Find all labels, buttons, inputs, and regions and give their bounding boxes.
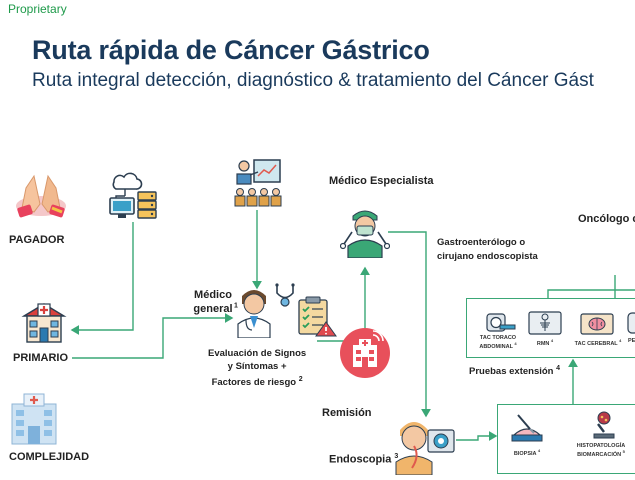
remision-label: Remisión (322, 407, 372, 419)
surgeon-icon (339, 204, 391, 263)
server-cloud-icon (106, 170, 160, 227)
medico-especialista-label: Médico Especialista (329, 175, 434, 187)
histo-line1: HISTOPATOLOGÍA (576, 443, 626, 449)
brain-scan-icon (580, 313, 614, 340)
doctor-icon (236, 284, 272, 343)
biopsy-icon (510, 413, 544, 448)
presentation-training-icon (232, 158, 282, 215)
tac-cerebral-text: TAC CEREBRAL (574, 340, 618, 347)
histo-line2: BIOMARCACIÓN (577, 451, 622, 458)
connector-especialista-endoscopia (388, 231, 431, 418)
evaluacion-line2: y Síntomas + (227, 361, 287, 372)
medico-general-label: Médico general1 (192, 288, 238, 316)
page-title: Ruta rápida de Cáncer Gástrico (32, 35, 430, 65)
microscope-icon (590, 410, 616, 445)
biopsia-label: BIOPSIA 4 (507, 448, 547, 457)
rmn-label: RMN 4 (530, 338, 560, 347)
evaluacion-line1: Evaluación de Signos (208, 348, 307, 359)
tac-toraco-line1: TAC TORACO (479, 335, 517, 341)
pruebas-extension-ref: 4 (556, 365, 561, 372)
endoscopy-patient-icon (394, 416, 458, 480)
hospital-icon (20, 298, 68, 351)
pet-scan-icon (627, 312, 635, 339)
rmn-ref: 4 (550, 338, 554, 343)
hands-icon (12, 168, 70, 229)
tac-cerebral-label: TAC CEREBRAL 4 (572, 338, 624, 347)
tac-cerebral-ref: 4 (619, 338, 622, 343)
pruebas-extension-text: Pruebas extensión (469, 366, 554, 378)
page-subtitle: Ruta integral detección, diagnóstico & t… (32, 70, 594, 91)
referral-hospital-icon (339, 327, 391, 384)
primario-label: PRIMARIO (13, 352, 68, 364)
proprietary-label: Proprietary (8, 2, 67, 16)
tac-toraco-ref: 4 (514, 341, 517, 346)
mri-skeleton-icon (528, 311, 562, 340)
evaluacion-line3-wrap: Factores de riesgo 2 (208, 373, 306, 389)
rmn-text: RMN (536, 340, 550, 347)
medico-general-text: Médico general (193, 289, 233, 315)
biopsia-ref: 4 (537, 448, 541, 453)
tac-toraco-line2: ABDOMINAL (479, 343, 513, 350)
evaluacion-ref: 2 (298, 376, 303, 383)
connector-oncologo-bracket (547, 289, 635, 299)
oncologo-label: Oncólogo cli (578, 213, 635, 225)
medico-general-ref: 1 (234, 302, 238, 310)
histopatologia-label: HISTOPATOLOGÍA BIOMARCACIÓN 5 (571, 443, 631, 458)
evaluacion-label: Evaluación de Signos y Síntomas + Factor… (208, 347, 306, 389)
histo-line2-wrap: BIOMARCACIÓN 5 (571, 449, 631, 458)
pruebas-extension-label: Pruebas extensión 4 (469, 363, 560, 378)
endoscopia-label: Endoscopia 3 (329, 453, 398, 466)
histo-ref: 5 (622, 449, 625, 454)
gastro-line2: cirujano endoscopista (437, 251, 538, 262)
complex-building-icon (8, 390, 60, 453)
biopsia-text: BIOPSIA (513, 450, 537, 457)
ct-scanner-icon (486, 313, 516, 338)
evaluacion-line3: Factores de riesgo (211, 377, 297, 389)
connector-endoscopia-biopsia (456, 431, 498, 441)
complejidad-label: COMPLEJIDAD (9, 451, 90, 463)
gastroenterologo-label: Gastroenterólogo o cirujano endoscopista (437, 236, 538, 264)
connector-server-primario (70, 222, 134, 335)
pagador-label: PAGADOR (9, 234, 65, 246)
pe-partial-label: PE (628, 338, 635, 344)
clipboard-checklist-icon (296, 296, 338, 343)
connector-primario-medico (72, 313, 234, 359)
gastro-line1: Gastroenterólogo o (437, 237, 526, 248)
stethoscope-icon (272, 282, 298, 313)
tac-toraco-line2-wrap: ABDOMINAL 4 (472, 341, 524, 350)
tac-toraco-label: TAC TORACO ABDOMINAL 4 (472, 335, 524, 350)
endoscopia-ref: 3 (394, 453, 399, 460)
endoscopia-text: Endoscopia (329, 453, 392, 466)
